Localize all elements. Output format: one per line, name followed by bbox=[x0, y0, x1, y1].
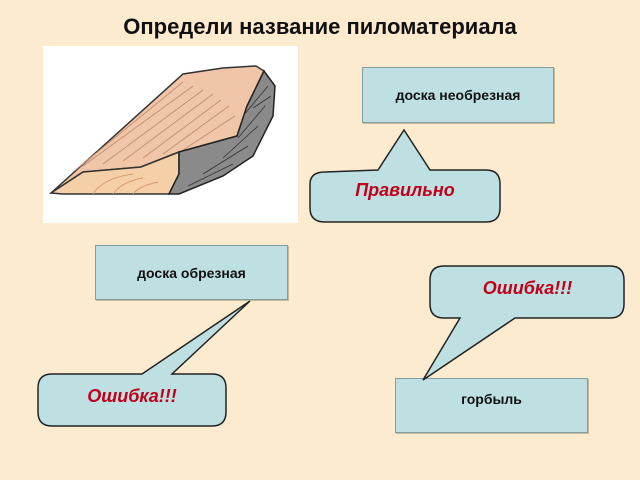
callout-error-text: Ошибка!!! bbox=[87, 386, 177, 406]
page-title: Определи название пиломатериала bbox=[123, 14, 517, 39]
lumber-board-icon bbox=[48, 65, 276, 195]
answer-option-slab[interactable]: горбыль bbox=[395, 378, 588, 433]
answer-option-edged-board[interactable]: доска обрезная bbox=[95, 245, 288, 300]
lumber-board-image bbox=[43, 46, 298, 223]
callout-error-text: Ошибка!!! bbox=[482, 278, 573, 298]
callout-correct-text: Правильно bbox=[355, 180, 455, 200]
answer-option-label: доска необрезная bbox=[395, 87, 521, 103]
callout-error-bubble-left bbox=[37, 300, 251, 427]
answer-option-undressed-board[interactable]: доска необрезная bbox=[362, 67, 554, 123]
answer-option-label: доска обрезная bbox=[137, 264, 246, 281]
callout-error-bubble-right bbox=[422, 265, 625, 381]
answer-option-label: горбыль bbox=[461, 391, 522, 407]
callout-correct-bubble bbox=[309, 128, 501, 223]
